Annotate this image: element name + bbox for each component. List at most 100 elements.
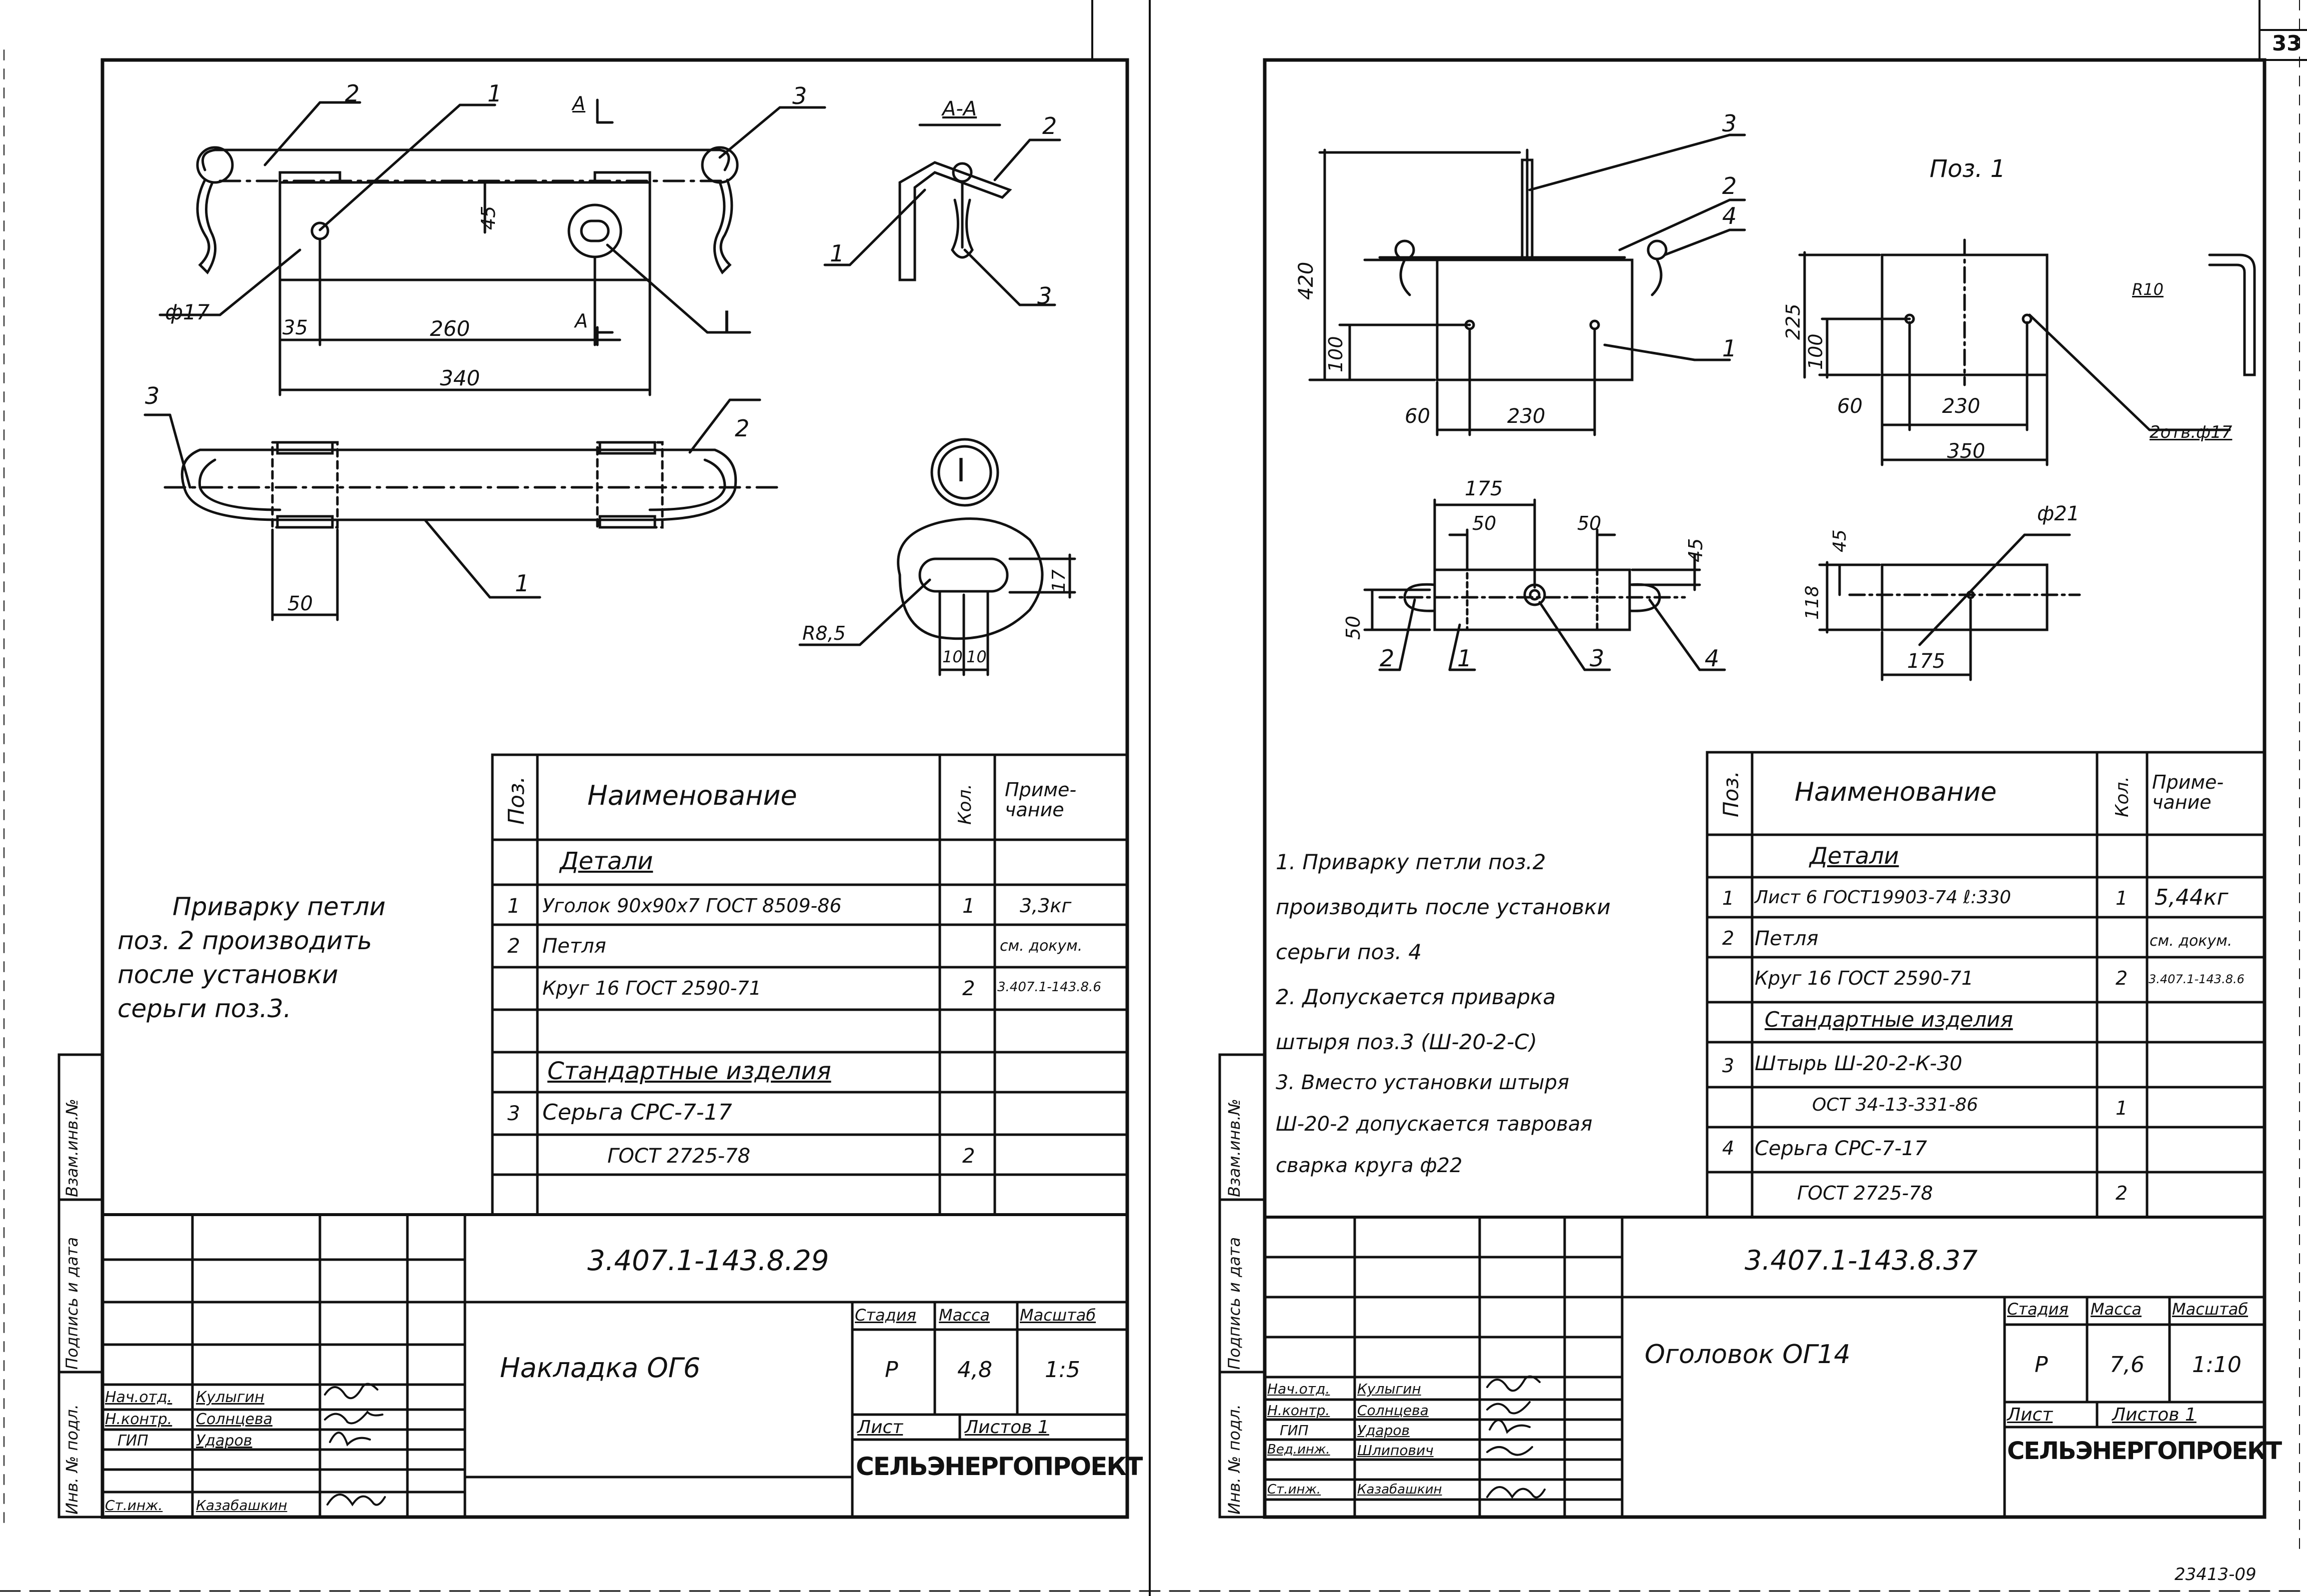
dimension-label: 35 — [282, 316, 308, 339]
signer-role: Н.контр. — [105, 1411, 172, 1428]
spec-row-name: Штырь Ш-20-2-К-30 — [1755, 1052, 1963, 1075]
spec-header-name: Наименование — [1795, 777, 1997, 807]
dimension-label: 60 — [1405, 405, 1430, 428]
callout-2: 2 — [1042, 112, 1057, 139]
drawing-title: Оголовок ОГ14 — [1645, 1340, 1851, 1370]
dimension-label: 175 — [1907, 650, 1946, 673]
dimension-label: 118 — [1802, 585, 1823, 620]
stage-value: Р — [885, 1357, 898, 1383]
note-line: Приварку петли — [172, 892, 386, 921]
signer-name: Ударов — [1357, 1422, 1410, 1439]
spec-row-name: Серьга СРС-7-17 — [1755, 1137, 1927, 1160]
section-label: А-А — [942, 97, 977, 120]
callout-2: 2 — [1380, 645, 1395, 672]
callout-1: 1 — [487, 80, 502, 107]
dimension-label: 230 — [1507, 405, 1546, 428]
archive-number: 23413-09 — [2175, 1565, 2257, 1585]
spec-row-note: 3,3кг — [1020, 895, 1072, 917]
note-line: сварка круга ф22 — [1276, 1154, 1463, 1177]
notes: 3. Вместо установки штыря Ш-20-2 допуска… — [1276, 1062, 1592, 1187]
signer-role: Вед.инж. — [1267, 1442, 1330, 1457]
dimension-label: 45 — [1830, 529, 1850, 552]
note-line: после установки — [117, 960, 338, 989]
signer-name: Солнцева — [196, 1411, 273, 1428]
view-label: Поз. 1 — [1930, 155, 2006, 183]
callout-1: 1 — [830, 240, 845, 267]
side-label: Подпись и дата — [62, 1237, 81, 1370]
dimension-label: 230 — [1942, 395, 1981, 418]
doc-code: 3.407.1-143.8.29 — [587, 1245, 829, 1277]
sheet-label: Лист — [2007, 1405, 2053, 1425]
spec-row-pos: 2 — [507, 935, 520, 958]
spec-row-name: Уголок 90x90x7 ГОСТ 8509-86 — [542, 895, 842, 917]
spec-row-note: см. докум. — [1000, 937, 1083, 955]
signer-name: Кулыгин — [196, 1389, 264, 1406]
spec-row-qty: 2 — [962, 977, 975, 1000]
dimension-label: 225 — [1782, 303, 1804, 340]
stage-value: Р — [2035, 1352, 2048, 1378]
signer-name: Солнцева — [1357, 1402, 1429, 1419]
spec-row-name: Стандартные изделия — [547, 1057, 831, 1085]
spec-row-name: Серьга СРС-7-17 — [542, 1100, 732, 1125]
spec-row-pos: 4 — [1722, 1137, 1735, 1159]
dimension-label: 260 — [430, 316, 470, 341]
spec-row-note: 3.407.1-143.8.6 — [2149, 972, 2245, 986]
spec-header-pos: Поз. — [504, 776, 529, 825]
callout-3: 3 — [145, 382, 160, 409]
spec-row-name: Круг 16 ГОСТ 2590-71 — [1755, 967, 1974, 989]
note-line: 3. Вместо установки штыря — [1276, 1071, 1570, 1094]
spec-header-note: Приме-чание — [2152, 771, 2224, 813]
spec-row-qty: 1 — [2116, 887, 2128, 909]
spec-row-name: ГОСТ 2725-78 — [1797, 1182, 1933, 1204]
spec-header-name: Наименование — [587, 780, 797, 811]
spec-row-name: Стандартные изделия — [1765, 1007, 2013, 1032]
page-number: 33 — [2272, 31, 2302, 55]
signer-role: ГИП — [117, 1432, 148, 1450]
callout-1: 1 — [1722, 335, 1737, 362]
dimension-label: ф17 — [165, 300, 210, 324]
dimension-label: 60 — [1837, 395, 1863, 418]
side-label: Взам.инв.№ — [1225, 1099, 1244, 1197]
dimension-label: 350 — [1947, 440, 1986, 463]
dimension-label: 50 — [287, 592, 313, 615]
spec-row-name: Петля — [1755, 927, 1819, 950]
section-mark: А — [572, 92, 585, 114]
spec-header-qty: Кол. — [2112, 776, 2133, 817]
dimension-label: 10 — [966, 647, 987, 666]
callout-3: 3 — [792, 82, 807, 109]
doc-code: 3.407.1-143.8.37 — [1745, 1245, 1978, 1276]
notes: 1. Приварку петли поз.2 производить посл… — [1276, 840, 1611, 1065]
dimension-label: 420 — [1295, 261, 1318, 300]
dimension-label: 50 — [1577, 512, 1602, 534]
signer-role: Ст.инж. — [1267, 1482, 1321, 1497]
side-label: Инв. № подл. — [62, 1404, 81, 1515]
dimension-label: R8,5 — [802, 622, 846, 644]
side-label: Подпись и дата — [1225, 1237, 1244, 1370]
drawing-title: Накладка ОГ6 — [500, 1352, 701, 1384]
dimension-label: 45 — [477, 205, 499, 230]
note-line: серьги поз.3. — [117, 994, 291, 1023]
side-label: Инв. № подл. — [1225, 1404, 1244, 1515]
mass-value: 7,6 — [2110, 1352, 2145, 1378]
dimension-label: ф21 — [2037, 502, 2080, 525]
callout-2: 2 — [1722, 172, 1737, 199]
sheets-label: Листов 1 — [965, 1417, 1049, 1438]
signer-name: Шлипович — [1357, 1442, 1434, 1459]
sheet-label: Лист — [857, 1417, 903, 1438]
spec-header-qty: Кол. — [955, 783, 975, 825]
stage-label: Стадия — [2007, 1300, 2069, 1319]
signer-role: Ст.инж. — [105, 1497, 163, 1514]
spec-row-pos: 3 — [507, 1102, 520, 1125]
spec-row-name: ОСТ 34-13-331-86 — [1812, 1095, 1979, 1115]
note-line: производить после установки — [1276, 895, 1611, 919]
side-label: Взам.инв.№ — [62, 1099, 81, 1197]
callout-4: 4 — [1705, 645, 1720, 672]
callout-1: 1 — [1457, 645, 1472, 672]
spec-header-pos: Поз. — [1719, 771, 1743, 817]
spec-row-name: Детали — [1810, 842, 1899, 869]
spec-row-qty: 1 — [962, 895, 975, 918]
callout-3: 3 — [1037, 282, 1052, 309]
note-line: поз. 2 производить — [117, 926, 372, 955]
dimension-label: 17 — [1049, 569, 1069, 592]
note-line: штыря поз.3 (Ш-20-2-С) — [1276, 1030, 1537, 1054]
